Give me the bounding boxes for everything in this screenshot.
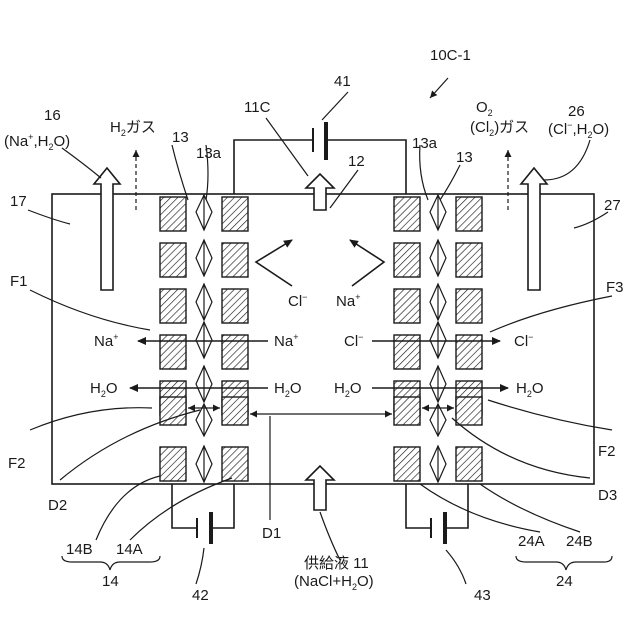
brace-24: [516, 556, 612, 570]
label-d2: D2: [48, 497, 67, 514]
right-outlet-arrow: [521, 168, 547, 290]
leader-11c: [266, 118, 308, 176]
leader-26: [544, 140, 590, 180]
left-bottom-circuit: [172, 484, 234, 544]
label-11c: 11C: [244, 99, 271, 116]
label-26: 26: [568, 103, 585, 120]
label-13-right: 13: [456, 149, 473, 166]
label-d3: D3: [598, 487, 617, 504]
label-f1: F1: [10, 273, 28, 290]
label-cl-out: Cl−: [514, 332, 533, 350]
label-f3: F3: [606, 279, 624, 296]
label-24: 24: [556, 573, 573, 590]
label-f2-left: F2: [8, 455, 26, 472]
leader-10c: [430, 78, 448, 98]
label-cl2-gas: (Cl2)ガス: [470, 119, 529, 138]
label-14b: 14B: [66, 541, 93, 558]
label-26-detail: (Cl−,H2O): [548, 120, 609, 140]
left-electrode-stack: [160, 195, 248, 482]
na-migration-arrow: [350, 240, 384, 286]
label-h2o-left-in: H2O: [274, 380, 302, 399]
label-f2-right: F2: [598, 443, 616, 460]
leader-16: [62, 148, 101, 178]
label-na-out: Na+: [94, 332, 118, 350]
label-feed: 供給液 11: [304, 555, 369, 572]
label-16: 16: [44, 107, 61, 124]
figure-label: 10C-1: [430, 47, 471, 64]
cl-migration-arrow: [256, 240, 292, 286]
label-d1: D1: [262, 525, 281, 542]
label-13a-right: 13a: [412, 135, 438, 152]
label-na-center: Na+: [336, 292, 360, 310]
label-17: 17: [10, 193, 27, 210]
label-h2o-left-out: H2O: [90, 380, 118, 399]
leader-lines: [28, 145, 612, 584]
label-cl-in: Cl−: [344, 332, 363, 350]
cell-tank: [52, 194, 594, 484]
label-feed-detail: (NaCl+H2O): [294, 573, 374, 592]
label-h2o-right-in: H2O: [334, 380, 362, 399]
label-27: 27: [604, 197, 621, 214]
label-13a-left: 13a: [196, 145, 222, 162]
label-41: 41: [334, 73, 351, 90]
label-14a: 14A: [116, 541, 143, 558]
label-24a: 24A: [518, 533, 545, 550]
right-electrode-stack: [394, 195, 482, 482]
label-na-in: Na+: [274, 332, 298, 350]
center-top-arrow: [306, 174, 334, 210]
leader-41: [322, 92, 348, 120]
label-14: 14: [102, 573, 119, 590]
leader-feed: [320, 512, 340, 560]
feed-arrow: [306, 466, 334, 510]
brace-14: [62, 556, 160, 570]
label-h2o-right-out: H2O: [516, 380, 544, 399]
label-h2-gas: H2ガス: [110, 119, 156, 138]
label-13-left: 13: [172, 129, 189, 146]
label-24b: 24B: [566, 533, 593, 550]
leader-12: [330, 170, 358, 208]
left-outlet-arrow: [94, 168, 120, 290]
label-o2: O2: [476, 99, 493, 118]
label-cl-center: Cl−: [288, 292, 307, 310]
label-16-detail: (Na+,H2O): [4, 132, 70, 152]
label-43: 43: [474, 587, 491, 604]
label-12: 12: [348, 153, 365, 170]
right-bottom-circuit: [406, 484, 468, 544]
label-42: 42: [192, 587, 209, 604]
